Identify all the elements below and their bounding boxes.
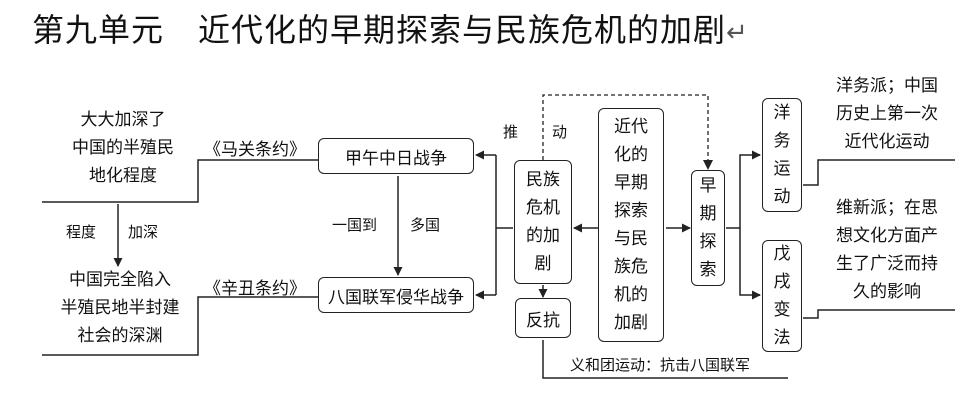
push-label-1: 推 (503, 123, 519, 141)
boxer-underline (542, 340, 788, 379)
westernization-note: 洋务派；中国 历史上第一次 近代化运动 (836, 76, 938, 152)
theme-box: 近代 化的 早期 探索 与民 族危 机的 加剧 (598, 108, 664, 342)
left-step-line-2 (42, 296, 318, 356)
crisis-char: 加 (543, 226, 560, 246)
crisis-char: 民 (526, 170, 543, 190)
boxer-note: 义和团运动：抗击八国联军 (570, 356, 751, 374)
page-title: 第九单元近代化的早期探索与民族危机的加剧↵ (32, 8, 749, 55)
crisis-char: 族 (543, 170, 560, 190)
crisis-char: 机 (543, 198, 560, 218)
war-2-box: 八国联军侵华战争 (318, 277, 474, 313)
war-1-box: 甲午中日战争 (318, 138, 474, 174)
crisis-char: 的 (526, 226, 543, 246)
deepen-text: 大大加深了 中国的半殖民 地化程度 (72, 110, 174, 186)
unit-topic: 近代化的早期探索与民族危机的加剧 (198, 11, 727, 49)
war-2-label: 八国联军侵华战争 (328, 287, 464, 308)
right-step-line-2 (803, 309, 955, 319)
war-1-label: 甲午中日战争 (345, 148, 447, 169)
crisis-box: 民族危机的加剧 (514, 160, 572, 284)
branch-line-2 (739, 228, 760, 296)
crisis-char: 危 (526, 198, 543, 218)
right-step-line-1 (803, 159, 955, 186)
crisis-char: 剧 (534, 254, 552, 274)
exploration-box: 早 期 探 索 (691, 170, 725, 286)
left-step-line-1 (42, 159, 318, 203)
many-countries-label: 多国 (410, 216, 441, 234)
return-mark-icon: ↵ (726, 18, 749, 48)
resist-box: 反抗 (515, 298, 571, 338)
westernization-box: 洋 务 运 动 (762, 98, 802, 212)
push-label-2: 动 (552, 123, 568, 141)
deepen-label-degree: 程度 (66, 223, 97, 241)
treaty-boxer-protocol: 《辛丑条约》 (204, 279, 306, 299)
resist-label: 反抗 (526, 310, 560, 331)
reform-box: 戊 戌 变 法 (762, 240, 802, 352)
deepen-label-deepen: 加深 (128, 223, 159, 241)
push-dashed-line (542, 94, 709, 165)
unit-label: 第九单元 (32, 11, 165, 49)
treaty-shimonoseki: 《马关条约》 (204, 140, 306, 160)
reform-note: 维新派；在思 想文化方面产 生了广泛而持 久的影响 (836, 198, 938, 302)
branch-line (726, 154, 760, 229)
one-country-label: 一国到 (332, 216, 378, 234)
complete-text: 中国完全陷入 半殖民地半封建 社会的深渊 (60, 270, 180, 346)
